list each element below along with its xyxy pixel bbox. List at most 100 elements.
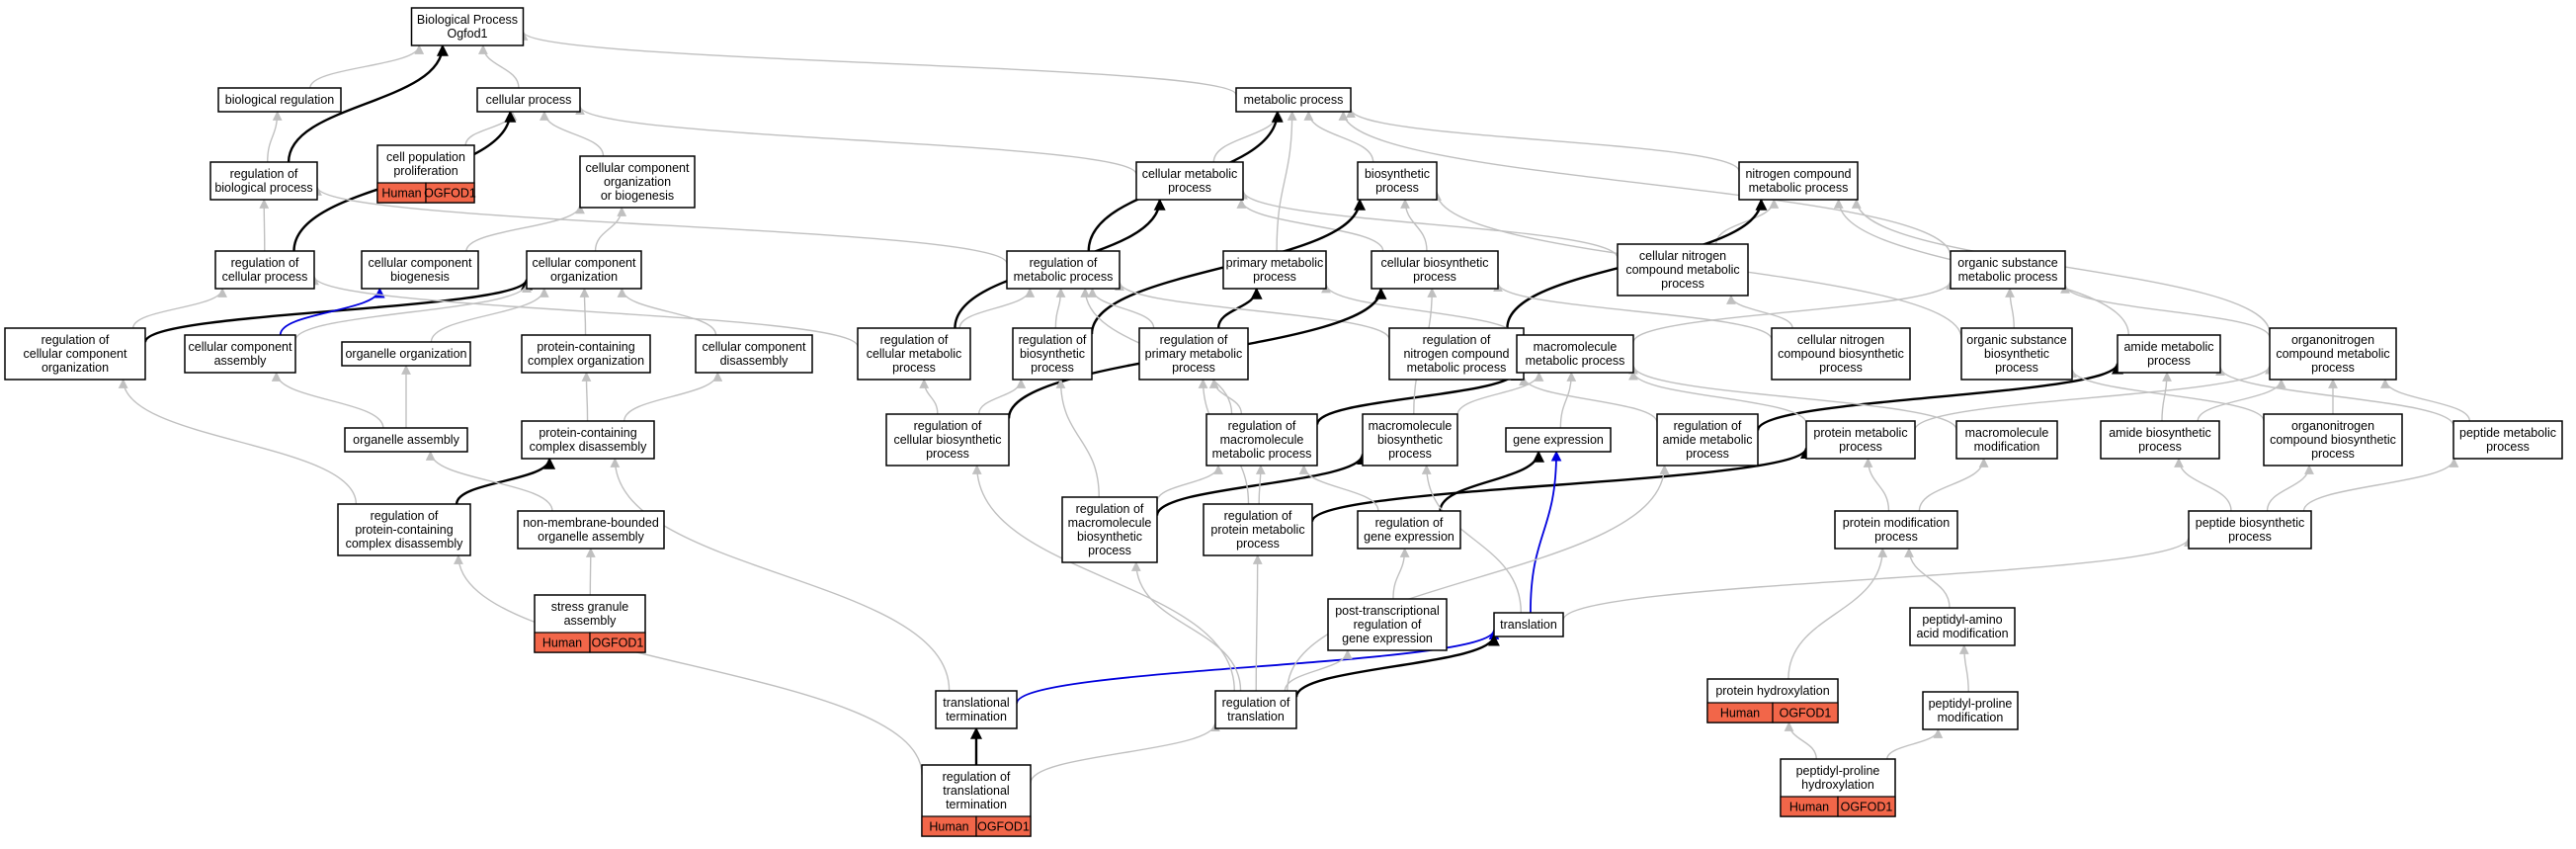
node-label-line: regulation of bbox=[1076, 502, 1144, 516]
node-label-line: Biological Process bbox=[417, 13, 518, 27]
node-label-line: process bbox=[2228, 530, 2272, 544]
node-box bbox=[410, 7, 525, 46]
edge-regbio-to-root bbox=[287, 43, 449, 163]
node-label-line: peptide metabolic bbox=[2459, 426, 2556, 440]
gene-badge bbox=[1837, 796, 1896, 817]
node-label-line: protein-containing bbox=[539, 426, 636, 440]
node-box bbox=[1922, 691, 2019, 730]
node-label-line: complex organization bbox=[528, 354, 644, 368]
node-label-line: metabolic process bbox=[1244, 93, 1344, 107]
edge-regtransl-to-ptreg bbox=[1284, 649, 1353, 692]
go-term-node-geneexp[interactable]: gene expression bbox=[1505, 427, 1612, 453]
go-term-node-regtransterm[interactable]: regulation oftranslationalterminationHum… bbox=[921, 764, 1032, 837]
node-label-line: process bbox=[1375, 181, 1419, 195]
node-box bbox=[1135, 161, 1244, 201]
node-label-line: regulation of bbox=[1375, 516, 1444, 530]
node-label-line: proliferation bbox=[393, 164, 457, 178]
go-term-node-organassem[interactable]: organelle assembly bbox=[344, 427, 468, 453]
node-label-line: biosynthetic bbox=[1984, 347, 2049, 361]
go-term-node-regmacrobio[interactable]: regulation ofmacromoleculebiosyntheticpr… bbox=[1061, 496, 1158, 563]
node-label-line: process bbox=[1874, 530, 1918, 544]
node-box bbox=[209, 161, 318, 201]
node-label-line: cellular nitrogen bbox=[1797, 333, 1884, 347]
edge-peptamino-to-protmod bbox=[1904, 548, 1951, 609]
node-label-line: amide biosynthetic bbox=[2109, 426, 2211, 440]
node-box bbox=[579, 155, 696, 209]
edge-orgsubbio-to-orgsub bbox=[2005, 288, 2015, 329]
node-label-line: biogenesis bbox=[390, 270, 450, 284]
node-box bbox=[337, 503, 471, 556]
go-term-node-cellproc[interactable]: cellular process bbox=[476, 87, 581, 113]
species-badge-label: Human bbox=[1720, 707, 1760, 721]
edge-metab-to-root bbox=[518, 31, 1237, 96]
edge-peptbio-to-peptmet bbox=[2302, 458, 2459, 512]
go-term-node-organorg[interactable]: organelle organization bbox=[341, 341, 471, 367]
node-label-line: cell population bbox=[386, 150, 465, 164]
go-term-node-metab[interactable]: metabolic process bbox=[1235, 87, 1352, 113]
node-box bbox=[1357, 510, 1461, 550]
edge-amidebio-to-amidemet bbox=[2161, 372, 2172, 422]
go-term-node-bioreg[interactable]: biological regulation bbox=[217, 87, 342, 113]
edge-orgnitrobio-to-orgsubbio bbox=[2067, 368, 2265, 422]
go-term-node-transl[interactable]: translation bbox=[1493, 612, 1564, 637]
node-box bbox=[476, 87, 581, 113]
node-label-line: cellular component bbox=[533, 256, 636, 270]
node-label-line: biological regulation bbox=[225, 93, 335, 107]
edge-macromod-to-macromet bbox=[1628, 364, 1957, 431]
node-label-line: peptide biosynthetic bbox=[2196, 516, 2305, 530]
